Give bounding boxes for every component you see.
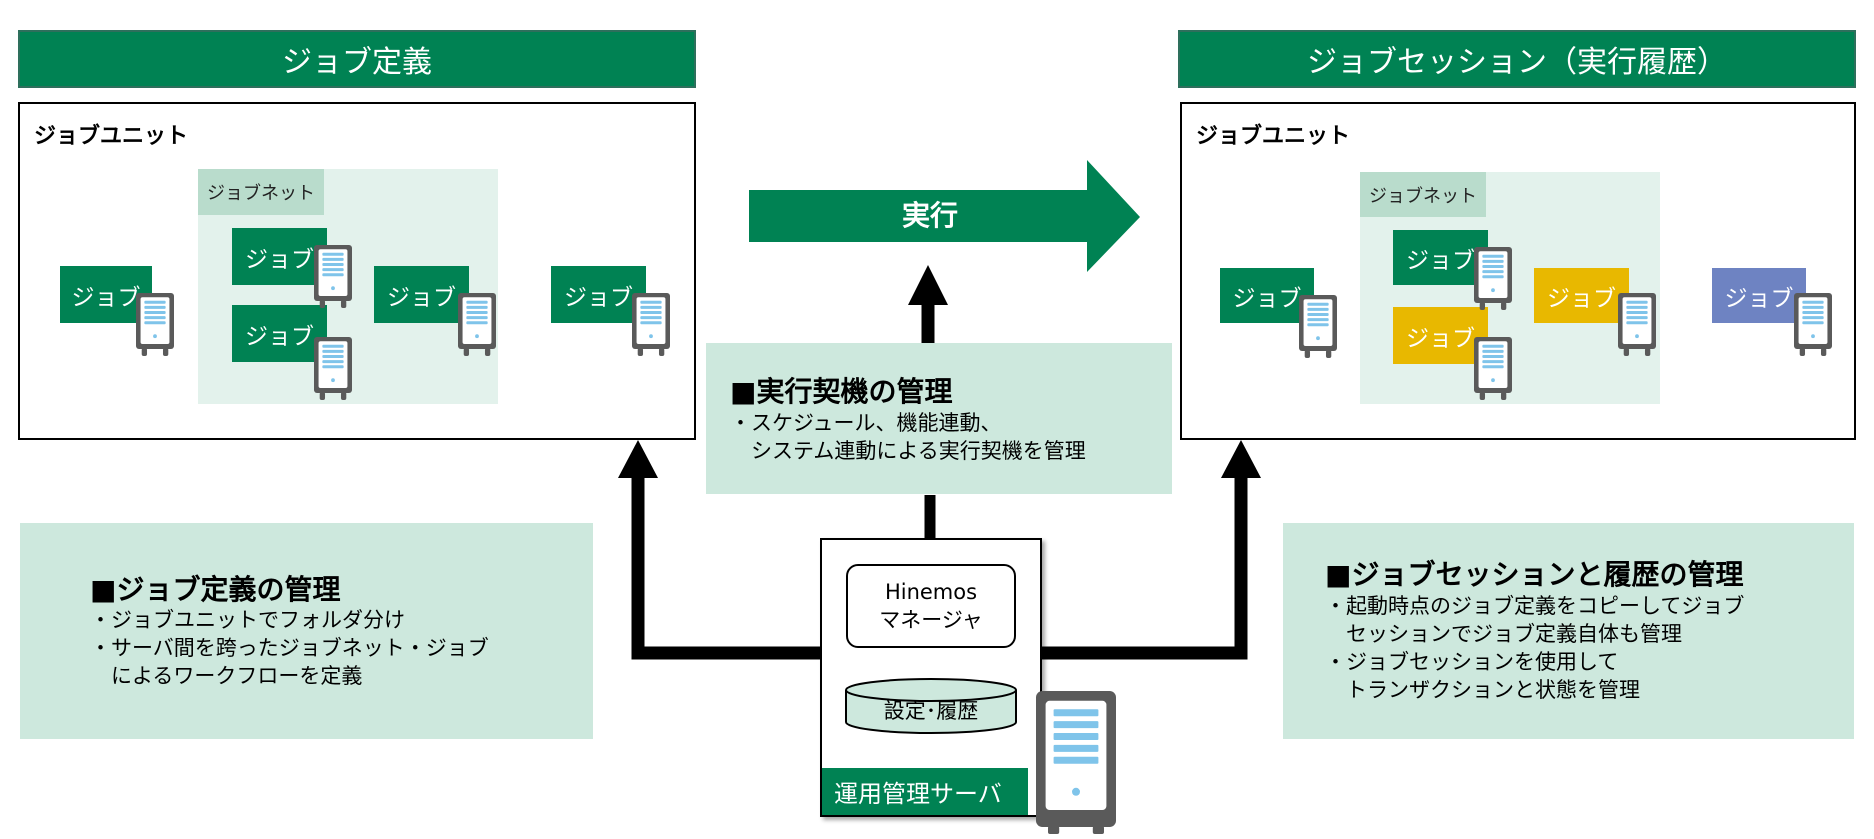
job-net-label-left: ジョブネット <box>198 169 324 215</box>
server-icon <box>1794 293 1832 356</box>
job-definition-management-title: ■ジョブ定義の管理 <box>90 573 341 606</box>
server-label: 運用管理サーバ <box>822 768 1028 815</box>
job-box-yellow: ジョブ <box>1534 268 1629 323</box>
database-label: 設定･履歴 <box>883 699 979 723</box>
server-icon <box>1299 295 1337 358</box>
job-session-header: ジョブセッション（実行履歴） <box>1178 30 1856 88</box>
server-icon <box>1036 691 1116 834</box>
up-arrow-head <box>908 265 948 305</box>
execute-arrow <box>749 160 1140 272</box>
job-box: ジョブ <box>1393 230 1488 285</box>
session-management-line: ・ジョブセッションを使用して <box>1325 650 1619 674</box>
session-management-line: トランザクションと状態を管理 <box>1325 678 1640 702</box>
server-icon <box>1474 337 1512 400</box>
hinemos-manager-box: Hinemos マネージャ <box>846 564 1016 648</box>
job-definition-management-line: によるワークフローを定義 <box>90 664 363 688</box>
job-box: ジョブ <box>551 266 646 323</box>
job-definition-management-box <box>20 523 593 739</box>
job-box: ジョブ <box>232 228 327 285</box>
hinemos-manager-label-2: マネージャ <box>879 608 983 632</box>
server-icon <box>314 337 352 400</box>
job-box: ジョブ <box>232 305 327 362</box>
job-box-yellow: ジョブ <box>1393 307 1488 364</box>
server-icon <box>1618 293 1656 356</box>
trigger-management-line: ・スケジュール、機能連動、 <box>730 411 1002 435</box>
job-box: ジョブ <box>374 266 469 323</box>
left-flow-arrow <box>631 470 820 660</box>
trigger-management-title: ■実行契機の管理 <box>730 375 953 408</box>
job-box-blue: ジョブ <box>1712 268 1806 323</box>
session-management-line: セッションでジョブ定義自体も管理 <box>1325 622 1682 646</box>
trigger-management-line: システム連動による実行契機を管理 <box>730 439 1086 463</box>
server-icon <box>632 293 670 356</box>
job-definition-management-line: ・サーバ間を跨ったジョブネット・ジョブ <box>90 636 489 660</box>
trigger-management-box <box>706 343 1172 494</box>
server-icon <box>136 293 174 356</box>
job-definition-header: ジョブ定義 <box>18 30 696 88</box>
job-box: ジョブ <box>1220 268 1314 323</box>
session-management-box <box>1283 523 1854 739</box>
execute-label: 実行 <box>901 199 958 232</box>
job-unit-title-left: ジョブユニット <box>34 124 189 149</box>
job-net-label-right: ジョブネット <box>1360 172 1486 217</box>
session-management-line: ・起動時点のジョブ定義をコピーしてジョブ <box>1325 594 1745 618</box>
job-unit-title-right: ジョブユニット <box>1196 124 1351 149</box>
server-icon <box>458 293 496 356</box>
right-flow-arrow <box>1040 470 1248 660</box>
server-icon <box>314 245 352 308</box>
server-icon <box>1474 247 1512 310</box>
job-definition-management-line: ・ジョブユニットでフォルダ分け <box>90 608 405 632</box>
session-management-title: ■ジョブセッションと履歴の管理 <box>1325 558 1744 591</box>
hinemos-manager-label-1: Hinemos <box>884 580 978 604</box>
